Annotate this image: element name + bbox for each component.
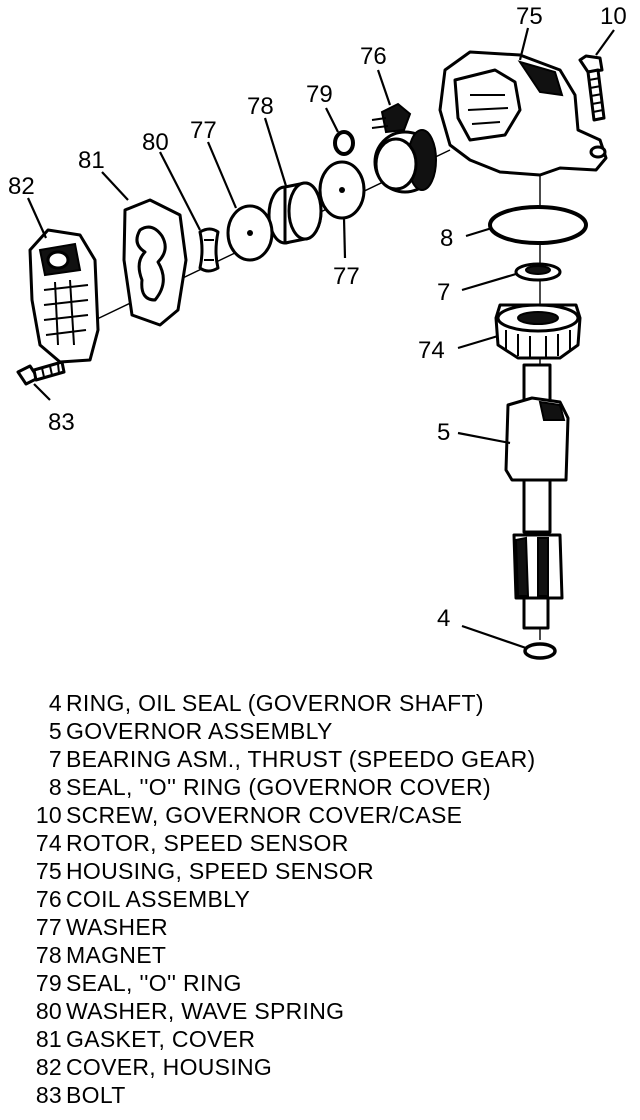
legend-row: 7 BEARING ASM., THRUST (SPEEDO GEAR) (0, 746, 640, 774)
callout-4: 4 (437, 605, 450, 632)
wave-spring-washer-part (198, 227, 220, 273)
legend-description: RING, OIL SEAL (GOVERNOR SHAFT) (66, 690, 484, 716)
leader-line-5 (457, 431, 511, 445)
magnet-part (267, 181, 323, 245)
legend-description: BEARING ASM., THRUST (SPEEDO GEAR) (66, 746, 536, 772)
legend-number: 5 (48, 718, 62, 744)
leader-line-75 (518, 27, 530, 61)
callout-75: 75 (516, 3, 543, 30)
legend-number: 78 (35, 942, 62, 968)
legend-number: 75 (35, 858, 62, 884)
rotor-part (494, 303, 582, 360)
callout-5: 5 (437, 419, 450, 446)
callout-74: 74 (418, 337, 445, 364)
governor-assembly-part (504, 363, 570, 630)
leader-line-76 (376, 69, 392, 106)
legend-number: 80 (35, 998, 62, 1024)
screw-part (578, 54, 606, 122)
legend-description: BOLT (66, 1082, 126, 1108)
legend-number: 10 (35, 802, 62, 828)
legend-number: 81 (35, 1026, 62, 1052)
washer-right-part (318, 160, 366, 220)
leader-line-82 (26, 197, 48, 239)
leader-line-83 (33, 383, 51, 401)
legend-row: 80 WASHER, WAVE SPRING (0, 998, 640, 1026)
leader-line-77a (206, 141, 238, 209)
leader-line-77b (342, 217, 347, 259)
washer-left-part (226, 204, 274, 262)
legend-number: 4 (48, 690, 62, 716)
callout-81: 81 (78, 147, 105, 174)
callout-79: 79 (306, 81, 333, 108)
legend-row: 83 BOLT (0, 1082, 640, 1110)
leader-line-81 (101, 171, 129, 201)
legend-number: 74 (35, 830, 62, 856)
leader-line-7 (461, 272, 517, 292)
leader-line-4 (461, 624, 527, 650)
callout-8: 8 (440, 225, 453, 252)
callout-78: 78 (247, 93, 274, 120)
legend-row: 8 SEAL, ''O'' RING (GOVERNOR COVER) (0, 774, 640, 802)
legend-number: 8 (48, 774, 62, 800)
leader-line-80 (159, 151, 201, 231)
callout-77-right: 77 (333, 263, 360, 290)
legend-description: GOVERNOR ASSEMBLY (66, 718, 333, 744)
coil-assembly-part (371, 102, 437, 194)
leader-line-79 (325, 107, 339, 133)
callout-10: 10 (600, 3, 627, 30)
callout-82: 82 (8, 173, 35, 200)
legend-description: GASKET, COVER (66, 1026, 256, 1052)
legend-row: 76 COIL ASSEMBLY (0, 886, 640, 914)
legend-description: HOUSING, SPEED SENSOR (66, 858, 374, 884)
o-ring-seal-large-part (488, 205, 588, 245)
legend-row: 4 RING, OIL SEAL (GOVERNOR SHAFT) (0, 690, 640, 718)
legend-row: 79 SEAL, ''O'' RING (0, 970, 640, 998)
legend-number: 82 (35, 1054, 62, 1080)
leader-line-78 (263, 117, 288, 187)
legend-number: 83 (35, 1082, 62, 1108)
callout-77-left: 77 (190, 117, 217, 144)
legend-row: 77 WASHER (0, 914, 640, 942)
o-ring-seal-small-part (333, 130, 355, 156)
oil-seal-ring-part (523, 642, 557, 660)
legend-description: SEAL, ''O'' RING (GOVERNOR COVER) (66, 774, 491, 800)
callout-80: 80 (142, 129, 169, 156)
legend-description: COIL ASSEMBLY (66, 886, 251, 912)
leader-line-10 (595, 29, 615, 56)
legend-row: 78 MAGNET (0, 942, 640, 970)
legend-description: COVER, HOUSING (66, 1054, 273, 1080)
legend-description: MAGNET (66, 942, 167, 968)
legend-description: WASHER, WAVE SPRING (66, 998, 345, 1024)
exploded-view-diagram: 75 10 76 79 78 77 80 81 82 83 77 8 7 74 … (8, 3, 627, 660)
legend-row: 74 ROTOR, SPEED SENSOR (0, 830, 640, 858)
bolt-part (16, 360, 66, 386)
legend-row: 81 GASKET, COVER (0, 1026, 640, 1054)
callout-83: 83 (48, 409, 75, 436)
legend-row: 75 HOUSING, SPEED SENSOR (0, 858, 640, 886)
thrust-bearing-part (514, 262, 562, 282)
leader-line-74 (457, 334, 499, 350)
legend-number: 77 (35, 914, 62, 940)
leader-line-8 (465, 226, 493, 238)
speed-sensor-housing-part (438, 50, 608, 177)
legend-number: 79 (35, 970, 62, 996)
legend-row: 82 COVER, HOUSING (0, 1054, 640, 1082)
legend-description: SEAL, ''O'' RING (66, 970, 242, 996)
legend-row: 5 GOVERNOR ASSEMBLY (0, 718, 640, 746)
callout-76: 76 (360, 43, 387, 70)
legend-description: ROTOR, SPEED SENSOR (66, 830, 349, 856)
callout-7: 7 (437, 279, 450, 306)
cover-gasket-part (122, 198, 188, 327)
housing-cover-part (28, 228, 100, 364)
legend-description: SCREW, GOVERNOR COVER/CASE (66, 802, 463, 828)
legend-row: 10 SCREW, GOVERNOR COVER/CASE (0, 802, 640, 830)
legend-number: 7 (48, 746, 62, 772)
legend-description: WASHER (66, 914, 168, 940)
legend-number: 76 (35, 886, 62, 912)
